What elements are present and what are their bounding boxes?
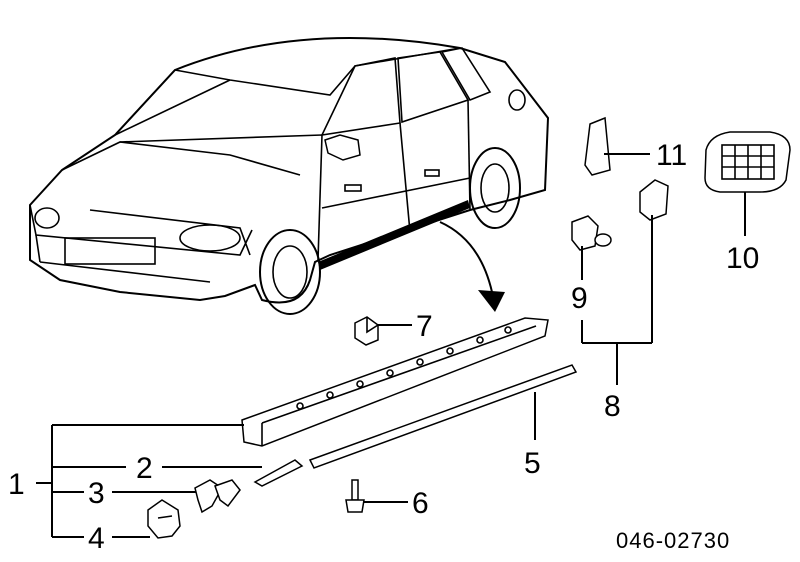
part-screw [345, 479, 365, 513]
part-trim-strip [308, 364, 578, 469]
callout-7: 7 [416, 310, 433, 343]
part-clip-3 [194, 479, 241, 514]
part-end-cap [639, 179, 669, 221]
part-clip-9 [571, 215, 612, 251]
part-clip-4 [147, 499, 181, 539]
callout-11: 11 [656, 139, 687, 172]
part-clip-7 [354, 316, 379, 346]
callout-4: 4 [88, 522, 105, 555]
callout-10: 10 [726, 242, 759, 275]
part-end-trim [253, 459, 304, 487]
callout-9: 9 [571, 282, 588, 315]
callout-labels: 1 2 3 4 5 6 7 8 9 10 11 [8, 139, 759, 555]
callout-8: 8 [604, 390, 621, 423]
callout-5: 5 [524, 447, 541, 480]
car-illustration [29, 37, 550, 315]
part-rocker-molding [241, 317, 549, 447]
callout-1: 1 [8, 468, 25, 501]
callout-6: 6 [412, 487, 429, 520]
part-protector-11 [584, 116, 611, 176]
reference-code: 046-02730 [616, 528, 730, 553]
leader-lines [36, 153, 746, 538]
part-vent-grille [704, 131, 791, 193]
arrow-icon [439, 221, 505, 312]
callout-3: 3 [88, 477, 105, 510]
callout-2: 2 [136, 452, 153, 485]
